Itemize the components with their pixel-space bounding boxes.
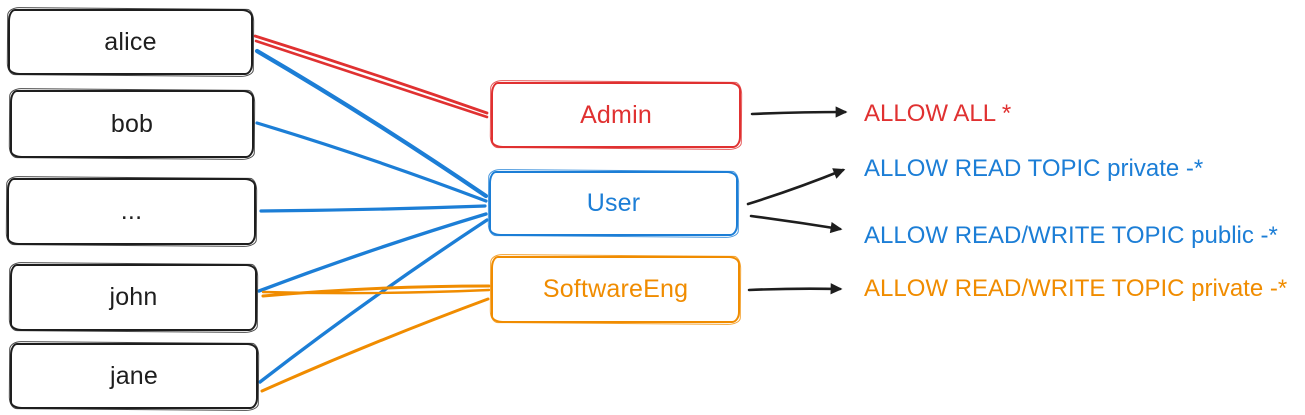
role-label-softwareeng: SoftwareEng bbox=[542, 275, 689, 303]
role-box-admin: Admin bbox=[491, 82, 741, 148]
permission-label-readwrite-topic-private: ALLOW READ/WRITE TOPIC private -* bbox=[864, 275, 1288, 302]
permission-label-readwrite-topic-public: ALLOW READ/WRITE TOPIC public -* bbox=[864, 222, 1278, 249]
arrow-softwareeng-readwrite-private bbox=[747, 283, 843, 295]
arrow-user-readwrite-public bbox=[749, 214, 843, 234]
role-box-softwareeng: SoftwareEng bbox=[491, 256, 740, 323]
user-label-bob: bob bbox=[110, 109, 154, 138]
edge-jane-softwareeng bbox=[260, 297, 490, 393]
user-label-john: john bbox=[109, 283, 158, 311]
role-box-user: User bbox=[489, 171, 738, 236]
edge-john-user bbox=[257, 212, 488, 293]
edge-john-softwareeng-overdraw bbox=[261, 288, 491, 295]
arrow-user-read-private bbox=[746, 168, 846, 206]
user-label-jane: jane bbox=[109, 361, 159, 390]
permission-label-read-topic-private: ALLOW READ TOPIC private -* bbox=[864, 155, 1204, 182]
edge-alice-user bbox=[254, 48, 489, 199]
user-box-john: john bbox=[10, 264, 257, 331]
user-box-jane: jane bbox=[10, 343, 258, 409]
user-box-alice: alice bbox=[8, 9, 253, 75]
user-label-alice: alice bbox=[104, 27, 157, 56]
edge-bob-user bbox=[255, 121, 488, 203]
user-box-ellipsis: ... bbox=[7, 178, 256, 245]
role-label-admin: Admin bbox=[580, 100, 652, 129]
role-label-user: User bbox=[586, 189, 641, 217]
edge-alice-admin bbox=[253, 34, 489, 115]
edge-alice-admin-overdraw bbox=[254, 39, 489, 119]
user-box-bob: bob bbox=[10, 90, 254, 158]
edge-dots-user bbox=[259, 204, 487, 213]
user-label-ellipsis: ... bbox=[120, 197, 143, 225]
arrow-admin-allow-all bbox=[750, 106, 848, 118]
edge-jane-user bbox=[258, 218, 489, 384]
permission-label-allow-all: ALLOW ALL * bbox=[864, 100, 1012, 127]
